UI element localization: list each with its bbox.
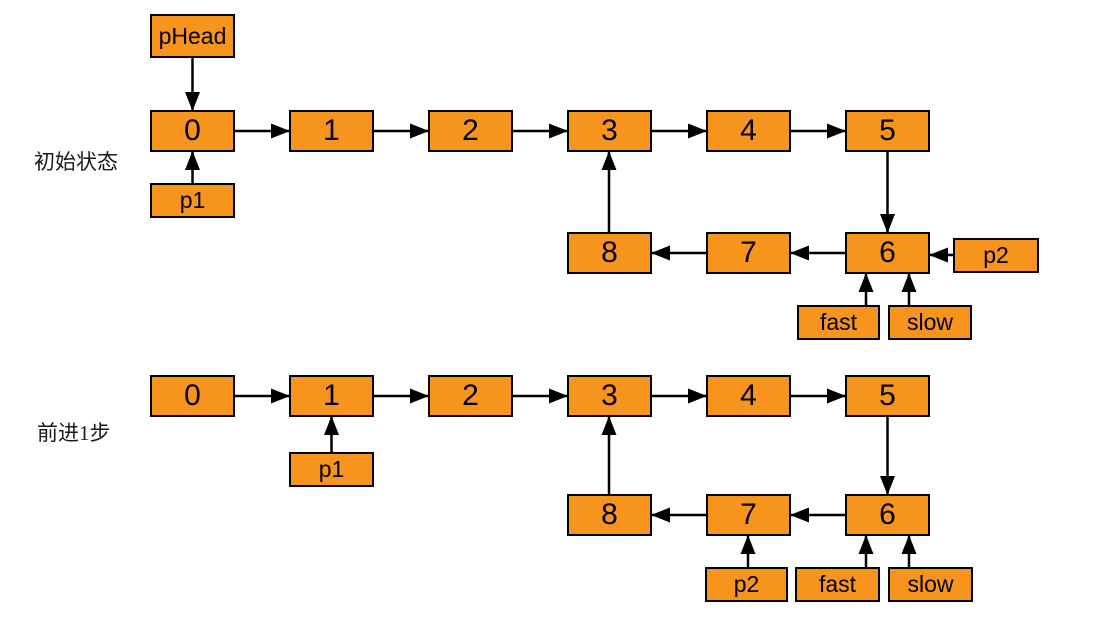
- node-box-after-one-step-n7: 7: [706, 494, 791, 536]
- node-box-initial-state-n1: 1: [289, 110, 374, 152]
- section-label-after-one-step: 前进1步: [37, 421, 111, 445]
- node-box-initial-state-n7: 7: [706, 232, 791, 274]
- node-box-after-one-step-n0: 0: [150, 375, 235, 417]
- node-box-after-one-step-n2: 2: [428, 375, 513, 417]
- node-box-after-one-step-n3: 3: [567, 375, 652, 417]
- node-box-after-one-step-n6: 6: [845, 494, 930, 536]
- section-label-initial-state: 初始状态: [34, 150, 118, 174]
- node-box-initial-state-n4: 4: [706, 110, 791, 152]
- node-box-initial-state-n8: 8: [567, 232, 652, 274]
- node-box-initial-state-n3: 3: [567, 110, 652, 152]
- pointer-box-after-one-step-fast: fast: [795, 567, 880, 602]
- node-box-initial-state-n5: 5: [845, 110, 930, 152]
- pointer-box-after-one-step-p1: p1: [289, 452, 374, 487]
- pointer-box-after-one-step-p2: p2: [705, 567, 788, 602]
- pointer-box-initial-state-p1: p1: [150, 183, 235, 218]
- pointer-box-initial-state-fast: fast: [797, 305, 880, 340]
- node-box-after-one-step-n5: 5: [845, 375, 930, 417]
- node-box-initial-state-n0: 0: [150, 110, 235, 152]
- node-box-after-one-step-n8: 8: [567, 494, 652, 536]
- pointer-box-initial-state-p2: p2: [953, 238, 1039, 273]
- node-box-initial-state-n6: 6: [845, 232, 930, 274]
- pointer-box-initial-state-slow: slow: [888, 305, 972, 340]
- node-box-initial-state-n2: 2: [428, 110, 513, 152]
- pointer-box-initial-state-phead: pHead: [150, 14, 235, 58]
- node-box-after-one-step-n4: 4: [706, 375, 791, 417]
- node-box-after-one-step-n1: 1: [289, 375, 374, 417]
- pointer-box-after-one-step-slow: slow: [888, 567, 973, 602]
